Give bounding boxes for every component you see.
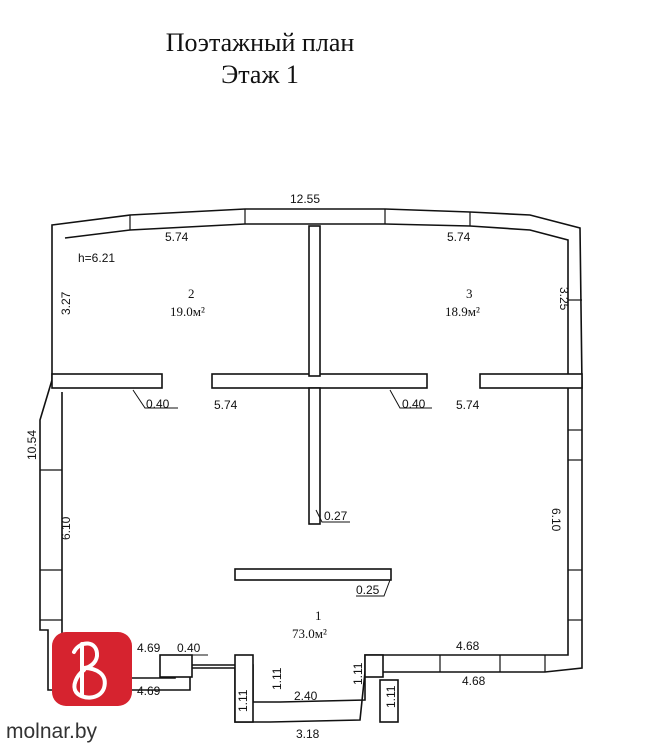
room-2-number: 2 [188, 286, 195, 301]
dim-porch-right-b: 1.11 [384, 685, 398, 708]
dim-height: h=6.21 [78, 251, 115, 265]
dim-top-total: 12.55 [290, 192, 320, 206]
short-wall [234, 568, 392, 581]
floor-label: Этаж 1 [221, 60, 299, 89]
room-2-area: 19.0м² [170, 304, 205, 319]
room-3-area: 18.9м² [445, 304, 480, 319]
partition-left [51, 373, 163, 389]
dim-partition-mid: 0.40 [402, 397, 426, 411]
entry-step [159, 654, 193, 678]
dim-bottom-right-b: 4.68 [462, 674, 486, 688]
leader-lines [132, 389, 432, 656]
dim-room2-bottom: 5.74 [214, 398, 238, 412]
dim-bottom-left-a: 4.69 [137, 641, 161, 655]
dim-center-wall: 0.27 [324, 509, 348, 523]
wall-room2-room3 [308, 225, 321, 377]
dim-porch-left-inner: 1.11 [270, 667, 284, 690]
dim-porch-inner: 2.40 [294, 689, 318, 703]
dim-room3-bottom: 5.74 [456, 398, 480, 412]
center-wall [308, 387, 321, 525]
dim-bottom-right-a: 4.68 [456, 639, 480, 653]
dim-right-lower: 6.10 [549, 508, 563, 532]
dim-bottom-left-b: 4.69 [137, 684, 161, 698]
porch-post-left [234, 654, 254, 723]
dim-porch-right-a: 1.11 [351, 662, 365, 685]
dim-room2-top: 5.74 [165, 230, 189, 244]
dim-room2-depth: 3.27 [59, 291, 73, 315]
wall-segment-marks [40, 209, 582, 672]
dim-partition-left: 0.40 [146, 397, 170, 411]
porch-post-right [364, 654, 384, 678]
dim-room3-depth: 3.25 [557, 287, 571, 311]
dim-room3-top: 5.74 [447, 230, 471, 244]
plan-title: Поэтажный план [165, 28, 355, 57]
dim-left-lower: 6.10 [59, 516, 73, 540]
dim-porch-left: 1.11 [236, 689, 250, 712]
room-1-number: 1 [315, 608, 322, 623]
porch-post-right-lower [379, 679, 399, 723]
room-1-area: 73.0м² [292, 626, 327, 641]
dim-bottom-left-small: 0.40 [177, 641, 201, 655]
dim-short-wall: 0.25 [356, 583, 380, 597]
dim-left-total: 10.54 [25, 430, 39, 460]
molnar-logo-icon [52, 632, 132, 706]
room-3-number: 3 [466, 286, 473, 301]
partition-right [479, 373, 583, 389]
dim-porch-outer: 3.18 [296, 727, 320, 741]
watermark-text: molnar.by [6, 720, 98, 743]
